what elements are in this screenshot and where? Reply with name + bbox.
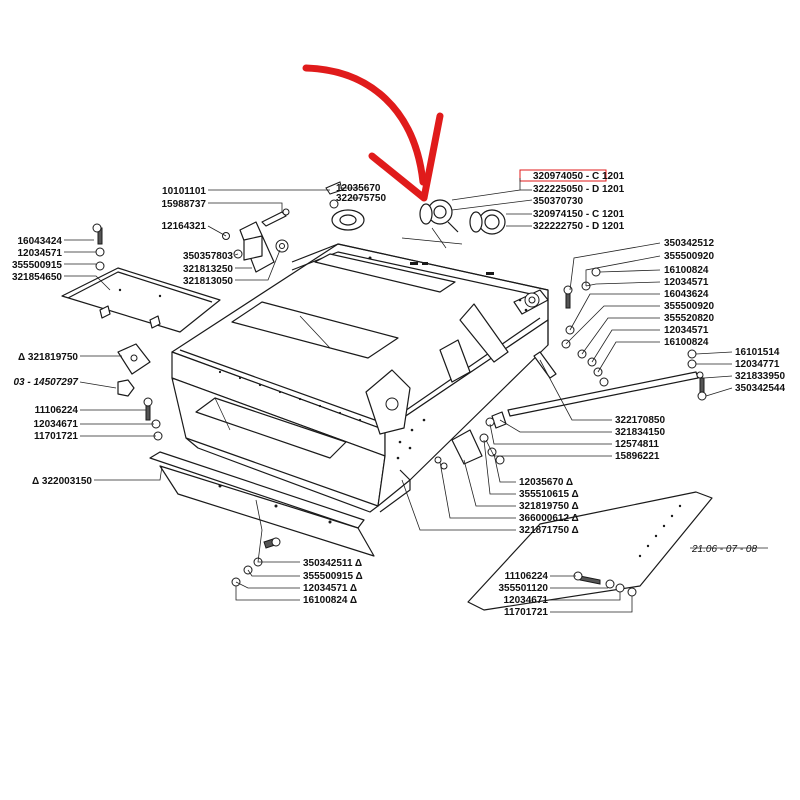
lever-link (533, 351, 557, 379)
part-labels: 10101101 15988737 12164321 16043424 1203… (12, 171, 786, 618)
label-321871750: 321871750 Δ (519, 525, 579, 536)
label-16100824-a: 16100824 (664, 265, 709, 276)
left-nut (117, 379, 135, 397)
label-322075750: 322075750 (336, 193, 386, 204)
label-321833950: 321833950 (735, 371, 785, 382)
label-321834150: 321834150 (615, 427, 665, 438)
label-16101514: 16101514 (735, 347, 780, 358)
left-bolt-set (143, 397, 163, 441)
top-washer-group (325, 181, 365, 231)
label-14507297: 03 - 14507297 (13, 377, 78, 388)
highlight-arrow (302, 64, 444, 202)
label-355510615: 355510615 Δ (519, 489, 579, 500)
label-15988737: 15988737 (162, 199, 207, 210)
label-12034671-b: 12034671 (504, 595, 549, 606)
label-322003150: Δ 322003150 (32, 476, 92, 487)
label-12574811: 12574811 (615, 439, 659, 450)
label-321813050: 321813050 (183, 276, 233, 287)
label-11106224-a: 11106224 (35, 405, 79, 416)
label-11701721-a: 11701721 (34, 431, 78, 442)
label-15896221: 15896221 (615, 451, 660, 462)
lower-right-parts (434, 417, 505, 470)
label-12035670-b: 12035670 Δ (519, 477, 573, 488)
scraper-blade (149, 451, 375, 557)
label-12034571-b: 12034571 (664, 277, 709, 288)
highlight-box (519, 169, 607, 182)
label-12034571-c: 12034571 (664, 325, 709, 336)
figure-reference: 21.06 - 07 - 08 (691, 544, 757, 555)
label-321819750: Δ 321819750 (18, 352, 78, 363)
label-355500915-b: 355500915 Δ (303, 571, 363, 582)
label-321813250: 321813250 (183, 264, 233, 275)
label-12034671-a: 12034671 (34, 419, 79, 430)
top-cover-plate (61, 267, 221, 333)
label-355500915-a: 355500915 (12, 260, 62, 271)
label-322222750: 322222750 - D 1201 (533, 221, 625, 232)
label-350342511: 350342511 Δ (303, 558, 362, 569)
right-small-parts (561, 267, 707, 401)
label-16043424: 16043424 (18, 236, 63, 247)
label-355520820: 355520820 (664, 313, 714, 324)
long-rod (491, 371, 704, 429)
hopper-frame (171, 243, 549, 513)
label-16100824-b: 16100824 (664, 337, 709, 348)
label-350370730: 350370730 (533, 196, 583, 207)
leader-lines (64, 178, 768, 613)
label-322225050: 322225050 - D 1201 (533, 184, 625, 195)
label-321819750-b: 321819750 Δ (519, 501, 579, 512)
label-10101101: 10101101 (162, 186, 206, 197)
label-16100824-c: 16100824 Δ (303, 595, 357, 606)
bottom-side-plate (467, 491, 713, 611)
hinge-bracket (92, 208, 290, 273)
bearing-assembly (401, 199, 463, 249)
label-355501120: 355501120 (498, 583, 548, 594)
label-16043624: 16043624 (664, 289, 709, 300)
label-355500920-a: 355500920 (664, 251, 714, 262)
label-12034571-d: 12034571 Δ (303, 583, 357, 594)
label-12164321: 12164321 (162, 221, 207, 232)
label-350357803: 350357803 (183, 251, 233, 262)
label-355500920-b: 355500920 (664, 301, 714, 312)
label-11106224-b: 11106224 (505, 571, 549, 582)
label-320974150: 320974150 - C 1201 (533, 209, 625, 220)
label-350342544: 350342544 (735, 383, 785, 394)
label-12035670-top: 12035670 (336, 183, 381, 194)
label-12034771: 12034771 (735, 359, 780, 370)
left-gasket (117, 343, 151, 375)
label-11701721-b: 11701721 (504, 607, 548, 618)
bearing-right (469, 209, 506, 235)
label-350342512: 350342512 (664, 238, 714, 249)
label-366000612: 366000612 Δ (519, 513, 579, 524)
label-12034571-a: 12034571 (18, 248, 63, 259)
label-322170850: 322170850 (615, 415, 665, 426)
label-321854650: 321854650 (12, 272, 62, 283)
label-320974050: 320974050 - C 1201 (533, 171, 625, 182)
